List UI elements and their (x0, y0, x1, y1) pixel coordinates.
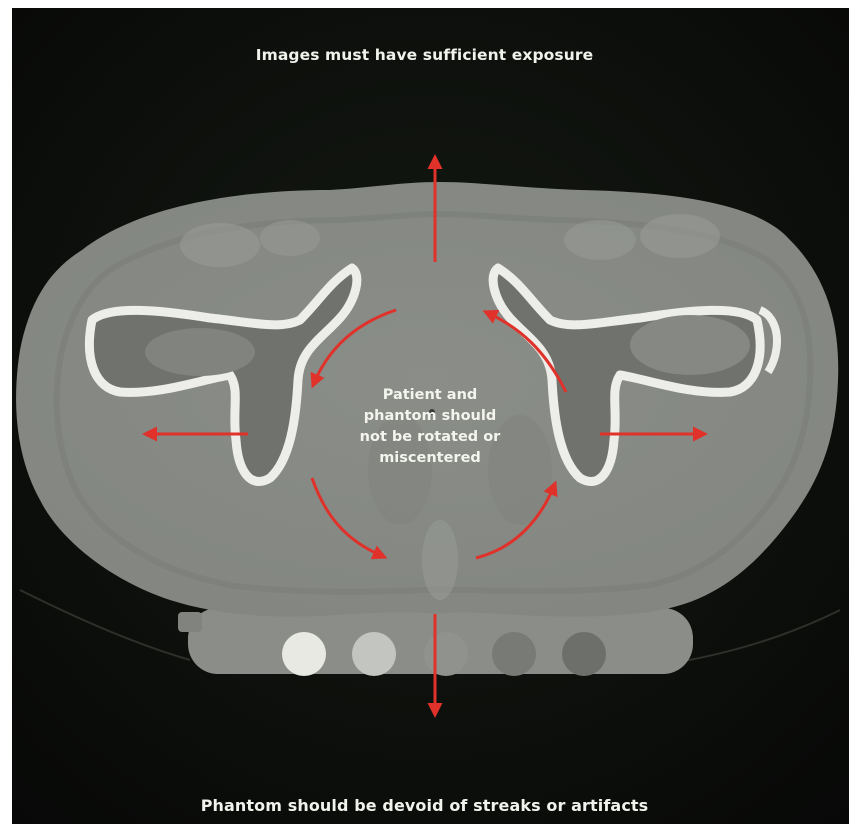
soft-tissue (180, 223, 260, 267)
centering-label-line: Patient and (330, 385, 530, 406)
phantom-rod (282, 632, 326, 676)
centering-label-line: miscentered (330, 448, 530, 469)
phantom-rod (424, 632, 468, 676)
image-left-border (0, 0, 12, 824)
soft-tissue (640, 214, 720, 258)
soft-tissue (422, 520, 458, 600)
phantom-rod (492, 632, 536, 676)
phantom-rod (352, 632, 396, 676)
centering-label-line: phantom should (330, 406, 530, 427)
centering-label-line: not be rotated or (330, 427, 530, 448)
soft-tissue (564, 220, 636, 260)
phantom-rod (562, 632, 606, 676)
exposure-caption: Images must have sufficient exposure (0, 46, 849, 64)
soft-tissue (260, 220, 320, 256)
artifacts-caption: Phantom should be devoid of streaks or a… (0, 796, 849, 815)
centering-label: Patient and phantom should not be rotate… (330, 385, 530, 469)
